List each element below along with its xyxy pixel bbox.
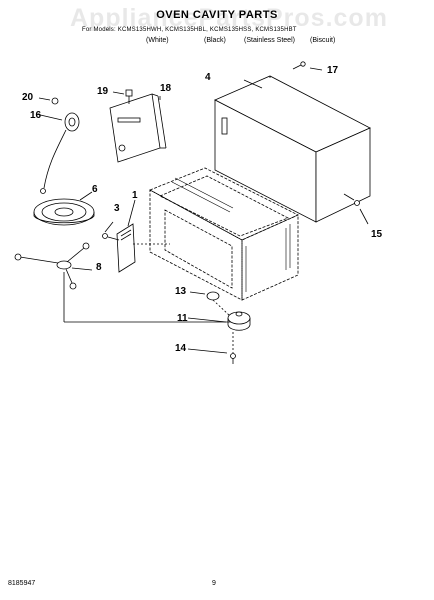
finish-label-stainless: (Stainless Steel) (244, 37, 295, 44)
oven-cavity-frame (149, 167, 299, 301)
finish-label-white: (White) (146, 37, 169, 44)
callout-6: 6 (92, 184, 98, 195)
callout-15: 15 (371, 229, 383, 240)
roller-support-part-8 (14, 242, 232, 323)
leader-part-4 (243, 79, 263, 89)
callout-13: 13 (175, 286, 187, 297)
cabinet-wrapper-part (214, 75, 371, 223)
watermark: AppliancePartsPros.com (70, 4, 388, 32)
callout-3: 3 (114, 203, 120, 214)
page-title: OVEN CAVITY PARTS (156, 9, 278, 21)
callout-18: 18 (160, 83, 172, 94)
callout-11: 11 (177, 313, 188, 324)
bracket-plate-part-18 (109, 93, 167, 163)
callout-1: 1 (132, 190, 138, 201)
screw-part-14 (187, 332, 236, 364)
callout-16: 17 (327, 65, 339, 76)
finish-label-biscuit: (Biscuit) (310, 37, 336, 44)
callout-14: 14 (175, 343, 187, 354)
glass-tray-part-6 (33, 191, 95, 226)
screw-part-16 (292, 61, 323, 71)
model-list: For Models: KCMS135HWH, KCMS135HBL, KCMS… (82, 27, 297, 33)
callout-4: 4 (205, 72, 211, 83)
oven-cavity-vents (171, 177, 291, 292)
washer-part-20 (38, 97, 59, 105)
shaft-part-13 (189, 291, 231, 317)
callout-20: 20 (22, 92, 34, 103)
coupler-part-17 (35, 112, 80, 194)
finish-label-black: (Black) (204, 37, 226, 44)
cover-plate-part-1 (116, 199, 170, 273)
callout-8: 8 (96, 262, 102, 273)
page-number: 9 (212, 580, 216, 587)
turntable-motor-part-11 (187, 311, 251, 331)
screw-part-19 (112, 89, 133, 104)
screw-part-15 (343, 193, 369, 225)
screw-part-3 (102, 221, 120, 241)
callout-17: 16 (30, 110, 42, 121)
document-number: 8185947 (8, 580, 36, 587)
callout-19: 19 (97, 86, 109, 97)
